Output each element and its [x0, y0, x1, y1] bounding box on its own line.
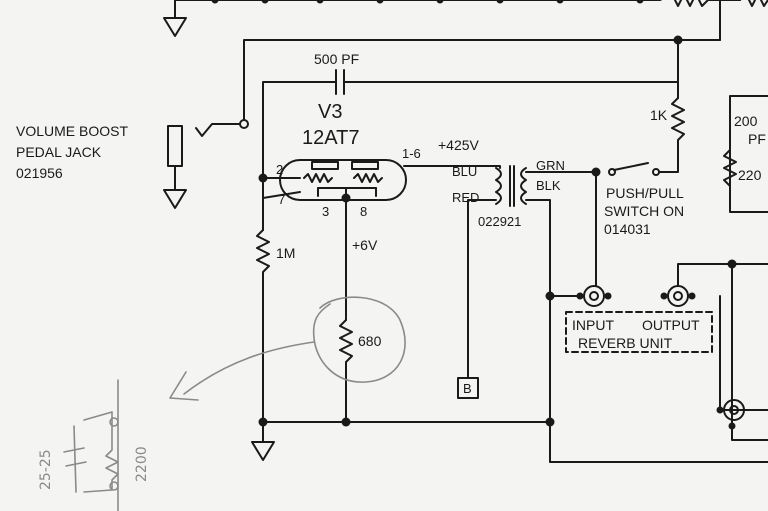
jack-label-line3: 021956	[16, 165, 63, 181]
jack-feed-wire	[243, 39, 721, 125]
capacitor-500pf	[262, 69, 679, 161]
tube-v3	[279, 159, 407, 201]
transformer-grn: GRN	[536, 158, 565, 173]
resistor-1k	[671, 97, 685, 169]
cap-label: 500 PF	[314, 51, 359, 67]
ground-symbol-bottom	[251, 441, 275, 461]
terminal-b-box	[457, 377, 479, 399]
tube-pin-2: 2	[276, 162, 283, 177]
tube-pin-8: 8	[360, 204, 367, 219]
switch-label-line3: 014031	[604, 221, 651, 237]
pedal-jack	[163, 119, 249, 209]
transformer-blu: BLU	[452, 164, 477, 179]
switch-label-line1: PUSH/PULL	[606, 185, 684, 201]
reverb-output-jack	[667, 263, 768, 307]
switch-label-line2: SWITCH ON	[604, 203, 684, 219]
pencil-res-label: 2200	[134, 446, 150, 482]
b-plus-label: +425V	[438, 137, 480, 153]
pencil-annotation	[63, 296, 406, 511]
reverb-unit-box	[565, 311, 713, 353]
resistor-1m	[256, 229, 270, 423]
jack-label-line1: VOLUME BOOST	[16, 123, 128, 139]
r-1k-label: 1K	[650, 107, 668, 123]
junction-dots	[211, 0, 737, 430]
tube-pin-3: 3	[322, 204, 329, 219]
resistor-680	[339, 319, 353, 423]
transformer-blk: BLK	[536, 178, 561, 193]
transformer-red: RED	[452, 190, 479, 205]
push-pull-switch	[595, 162, 679, 287]
pencil-cap-label: 25-25	[38, 449, 54, 490]
right-edge-resistor	[723, 149, 737, 187]
right-res-label: 220	[738, 167, 762, 183]
right-edge-box	[729, 95, 768, 213]
r-680-label: 680	[358, 333, 382, 349]
reverb-input-label: INPUT	[572, 317, 614, 333]
reverb-unit-label: REVERB UNIT	[578, 335, 673, 351]
plate-wire	[403, 165, 501, 169]
ground-symbol-top	[163, 17, 187, 37]
right-wire-2	[719, 295, 768, 411]
right-wire-3	[549, 295, 768, 463]
right-pf-label: PF	[748, 131, 766, 147]
tube-name: V3	[318, 101, 342, 123]
right-wire-1	[731, 263, 768, 441]
tube-pin-7: 7	[278, 192, 285, 207]
reverb-output-label: OUTPUT	[642, 317, 700, 333]
transformer-022921	[467, 165, 597, 379]
tube-pins-1-6: 1-6	[402, 146, 421, 161]
right-jack	[723, 399, 745, 421]
terminal-b-label: B	[463, 381, 472, 396]
right-cap-label: 200	[734, 113, 758, 129]
heater-label: +6V	[352, 237, 378, 253]
tube-type: 12AT7	[302, 127, 359, 149]
jack-label-line2: PEDAL JACK	[16, 144, 102, 160]
transformer-part: 022921	[478, 214, 521, 229]
r-1m-label: 1M	[276, 245, 295, 261]
top-bus-wire	[174, 0, 768, 19]
